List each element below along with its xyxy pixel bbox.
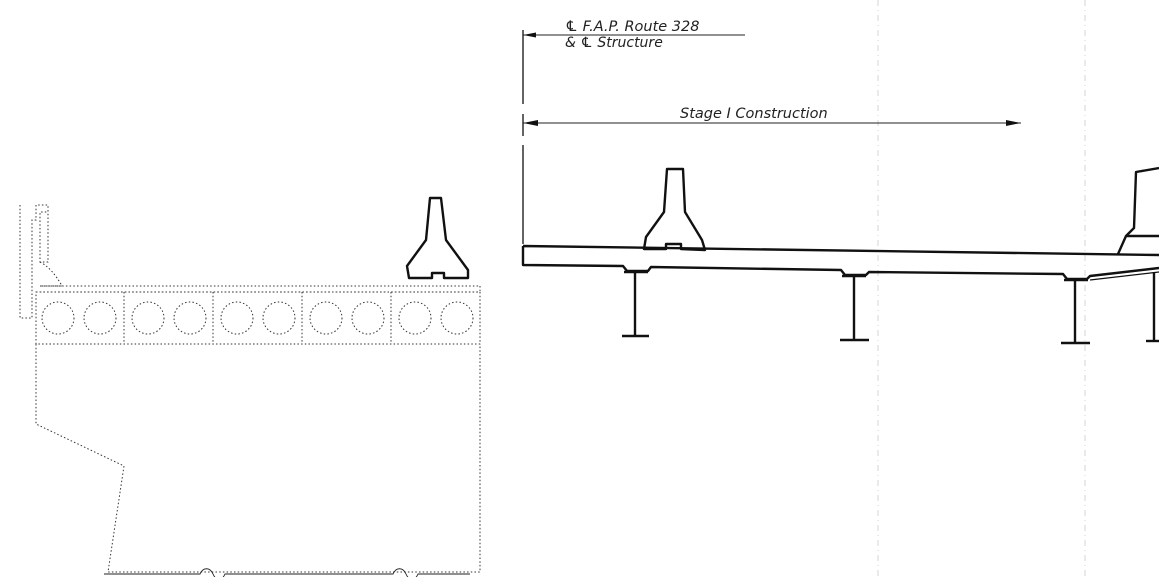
existing-structure bbox=[19, 204, 481, 573]
void-circle bbox=[398, 301, 432, 335]
center-concrete-barrier bbox=[642, 167, 707, 252]
void-circle bbox=[309, 301, 343, 335]
girder-1 bbox=[622, 270, 649, 338]
stage-construction-label: Stage I Construction bbox=[680, 106, 828, 122]
void-circle bbox=[351, 301, 385, 335]
void-circle bbox=[220, 301, 254, 335]
edge-concrete-barrier bbox=[1116, 166, 1159, 255]
existing-curb bbox=[39, 261, 63, 287]
void-circle bbox=[262, 301, 296, 335]
deck-haunch bbox=[1089, 271, 1159, 281]
arrowhead bbox=[1006, 120, 1021, 126]
girder-3 bbox=[1061, 278, 1090, 345]
steel-girders bbox=[622, 270, 1159, 345]
arrowhead bbox=[523, 32, 536, 38]
left-concrete-barrier bbox=[405, 196, 470, 280]
girder-2 bbox=[840, 274, 869, 342]
break-line bbox=[104, 568, 470, 577]
void-circle bbox=[131, 301, 165, 335]
existing-railing bbox=[19, 204, 49, 319]
existing-abutment bbox=[35, 344, 481, 573]
beam-voids bbox=[41, 301, 474, 335]
void-circle bbox=[41, 301, 75, 335]
void-circle bbox=[173, 301, 207, 335]
girder-4-partial bbox=[1146, 272, 1159, 343]
centerline-structure-label: & ℄ Structure bbox=[565, 35, 663, 51]
void-circle bbox=[440, 301, 474, 335]
centerline-route-label: ℄ F.A.P. Route 328 bbox=[565, 19, 699, 35]
void-circle bbox=[83, 301, 117, 335]
new-deck-slab bbox=[521, 244, 1159, 281]
voided-slab-beams bbox=[35, 291, 481, 345]
arrowhead bbox=[523, 120, 538, 126]
